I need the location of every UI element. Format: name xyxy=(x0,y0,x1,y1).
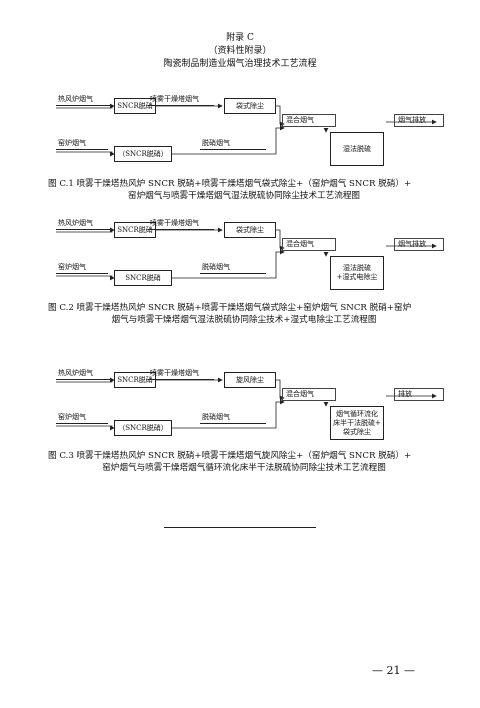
flow-arrow xyxy=(56,103,115,109)
caption-line: 窑炉烟气与喷雾干燥塔烟气循环流化床半干法脱硫协同除尘技术工艺流程图 xyxy=(102,463,386,473)
node-exhaust: 排放 xyxy=(394,388,444,401)
node-process: 湿法脱硫 +湿式电除尘 xyxy=(330,256,384,290)
node-sncr: SNCR脱硝 xyxy=(114,372,156,388)
flow-arrow xyxy=(172,399,285,429)
node-process: 湿法脱硫 xyxy=(330,132,384,166)
node-dedust: 袋式除尘 xyxy=(224,98,276,114)
node-sncr: SNCR脱硝 xyxy=(114,222,156,238)
node-sncr2: （SNCR脱硝） xyxy=(114,146,172,162)
node-denit-gas: 脱硝烟气 xyxy=(200,138,266,150)
node-kiln-gas: 窑炉烟气 xyxy=(56,262,108,274)
appendix-label: 附录 C xyxy=(226,33,254,43)
node-kiln-gas: 窑炉烟气 xyxy=(56,412,108,424)
flow-connectors xyxy=(56,377,437,431)
node-process: 烟气循环流化 床半干法脱硫+ 袋式除尘 xyxy=(330,406,384,440)
node-dedust: 袋式除尘 xyxy=(224,222,276,238)
node-sncr2: SNCR脱硝 xyxy=(114,270,172,286)
appendix-note: （资料性附录） xyxy=(208,46,272,56)
node-denit-gas: 脱硝烟气 xyxy=(200,262,266,274)
node-dedust: 旋风除尘 xyxy=(224,372,276,388)
node-spray-gas: 喷雾干燥塔烟气 xyxy=(148,94,214,106)
node-mixed: 混合烟气 xyxy=(282,238,336,251)
node-spray-gas: 喷雾干燥塔烟气 xyxy=(148,218,214,230)
caption-line: 图 C.2 喷雾干燥塔热风炉 SNCR 脱硝+喷雾干燥塔烟气袋式除尘+窑炉烟气 … xyxy=(48,303,412,313)
node-sncr: SNCR脱硝 xyxy=(114,98,156,114)
caption-line: 烟气与喷雾干燥塔烟气湿法脱硫协同除尘技术+湿式电除尘工艺流程图 xyxy=(111,315,377,325)
caption-line: 窑炉烟气与喷雾干燥塔烟气湿法脱硫协同除尘技术工艺流程图 xyxy=(127,191,361,201)
node-mixed: 混合烟气 xyxy=(282,114,336,127)
flow-arrow xyxy=(172,125,285,155)
appendix-title: 陶瓷制品制造业烟气治理技术工艺流程 xyxy=(163,59,317,69)
node-hot-gas: 热风炉烟气 xyxy=(56,368,112,380)
footnote-rule xyxy=(164,527,316,528)
node-exhaust: 烟气排放 xyxy=(394,114,444,127)
caption-line: 图 C.1 喷雾干燥塔热风炉 SNCR 脱硝+喷雾干燥塔烟气袋式除尘+（窑炉烟气… xyxy=(48,179,412,189)
flow-arrow xyxy=(56,377,115,383)
node-hot-gas: 热风炉烟气 xyxy=(56,218,112,230)
node-spray-gas: 喷雾干燥塔烟气 xyxy=(148,368,214,380)
flow-arrow xyxy=(56,275,115,281)
flow-arrow xyxy=(56,425,115,431)
node-mixed: 混合烟气 xyxy=(282,388,336,401)
node-exhaust: 烟气排放 xyxy=(394,238,444,251)
figure-caption-c1: 图 C.1 喷雾干燥塔热风炉 SNCR 脱硝+喷雾干燥塔烟气袋式除尘+（窑炉烟气… xyxy=(48,178,440,202)
node-hot-gas: 热风炉烟气 xyxy=(56,94,112,106)
node-kiln-gas: 窑炉烟气 xyxy=(56,138,108,150)
figure-caption-c2: 图 C.2 喷雾干燥塔热风炉 SNCR 脱硝+喷雾干燥塔烟气袋式除尘+窑炉烟气 … xyxy=(48,302,440,326)
flow-arrow xyxy=(56,151,115,157)
caption-line: 图 C.3 喷雾干燥塔热风炉 SNCR 脱硝+喷雾干燥塔烟气旋风除尘+（窑炉烟气… xyxy=(48,451,412,461)
flow-arrow xyxy=(56,227,115,233)
node-sncr2: （SNCR脱硝） xyxy=(114,420,172,436)
figure-caption-c3: 图 C.3 喷雾干燥塔热风炉 SNCR 脱硝+喷雾干燥塔烟气旋风除尘+（窑炉烟气… xyxy=(48,450,440,474)
node-denit-gas: 脱硝烟气 xyxy=(200,412,266,424)
page-number: — 21 — xyxy=(372,664,415,677)
flow-arrow xyxy=(172,249,285,279)
